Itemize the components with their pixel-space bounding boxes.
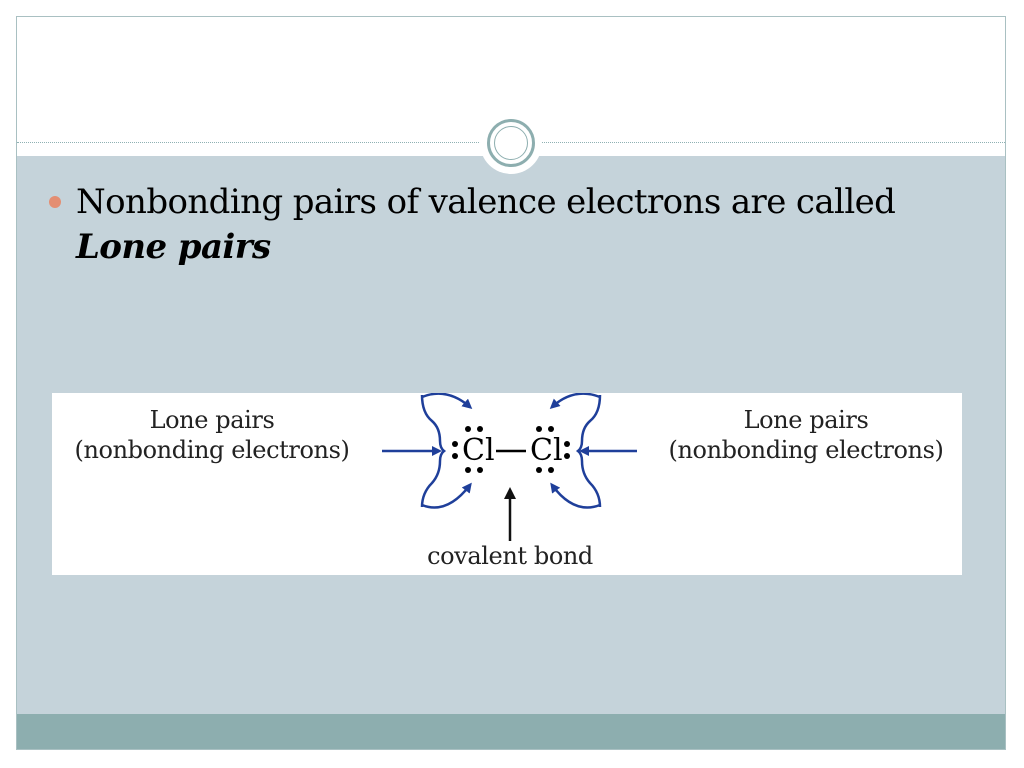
right-curved-arrow-bottom (550, 482, 601, 509)
right-brace (575, 394, 602, 508)
bullet-dot-icon (49, 196, 61, 208)
right-label: Lone pairs (nonbonding electrons) (656, 405, 956, 465)
left-cl-lone-pair-dots (452, 426, 483, 473)
footer-bar (17, 714, 1005, 749)
right-label-line1: Lone pairs (743, 406, 869, 434)
bullet-emphasis: Lone pairs (76, 227, 271, 267)
left-label: Lone pairs (nonbonding electrons) (62, 405, 362, 465)
right-curved-arrow-top (549, 393, 601, 410)
diagram-graphics (382, 393, 637, 541)
right-label-line2: (nonbonding electrons) (668, 436, 944, 464)
left-brace (420, 394, 447, 508)
circle-ornament-icon (480, 112, 542, 174)
covalent-bond-label: covalent bond (427, 542, 593, 570)
right-cl-lone-pair-dots (536, 426, 570, 473)
left-label-line2: (nonbonding electrons) (74, 436, 350, 464)
atom-cl-left: Cl (462, 433, 495, 468)
left-label-line1: Lone pairs (149, 406, 275, 434)
left-curved-arrow-bottom (421, 482, 472, 509)
bullet-text: Nonbonding pairs of valence electrons ar… (76, 182, 896, 222)
left-curved-arrow-top (421, 393, 473, 409)
lewis-structure-diagram: Lone pairs (nonbonding electrons) Lone p… (52, 393, 962, 575)
atom-cl-right: Cl (530, 433, 563, 468)
slide: Nonbonding pairs of valence electrons ar… (16, 16, 1006, 750)
